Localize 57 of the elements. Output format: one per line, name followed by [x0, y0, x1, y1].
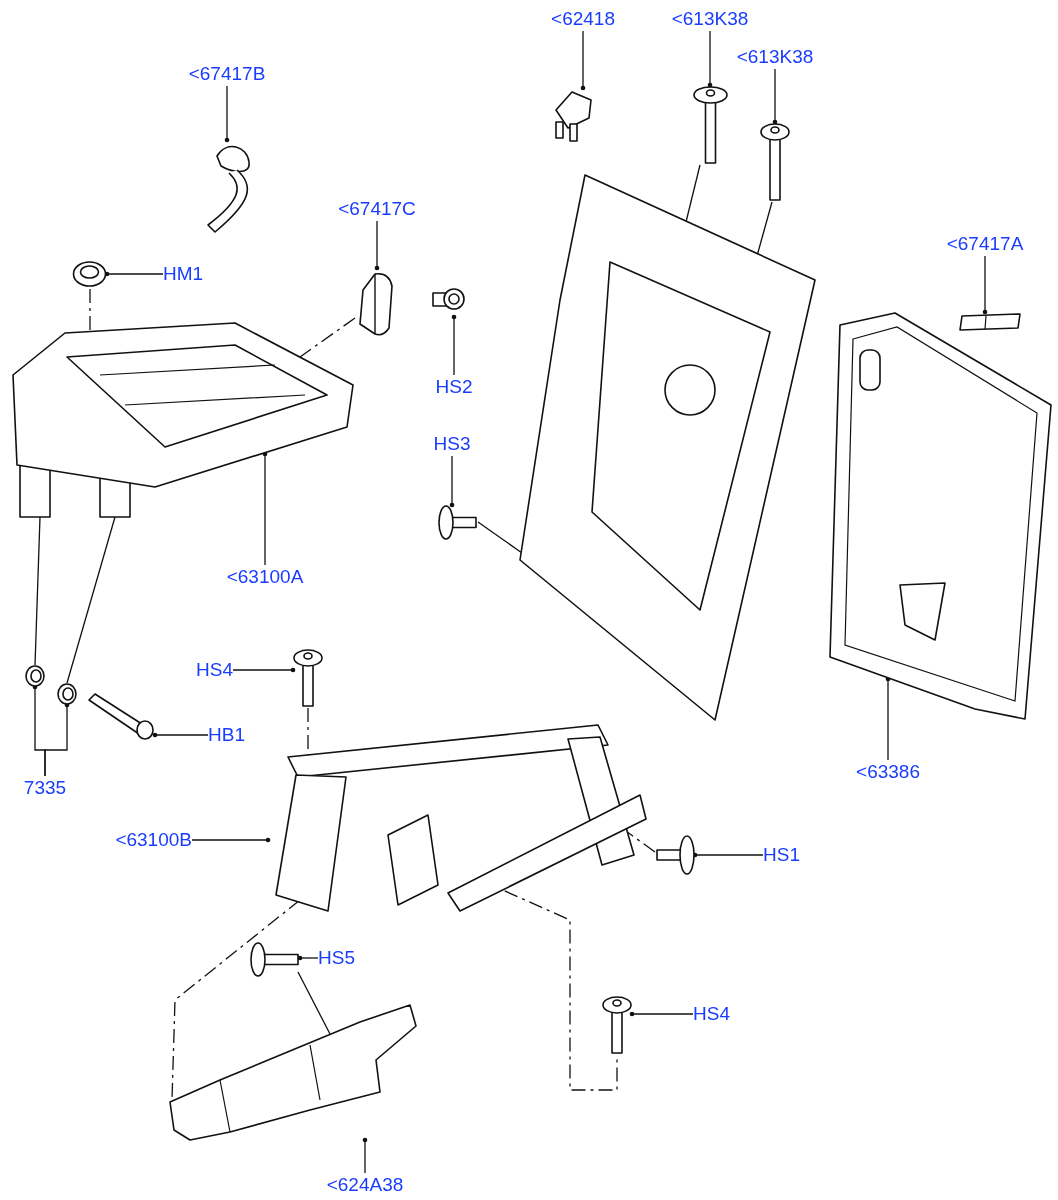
- callout-label: HS2: [435, 375, 473, 399]
- seat-back-frame-drawing: [520, 175, 815, 720]
- tag-drawing: [958, 312, 1023, 332]
- washer-drawing: [57, 683, 77, 705]
- leader-line: [707, 30, 713, 88]
- assembly-line: [297, 971, 331, 1035]
- assembly-line: [477, 521, 523, 554]
- leader-line: [885, 676, 891, 761]
- leader-line: [772, 68, 778, 125]
- screw-drawing: [250, 942, 300, 977]
- leader-line: [104, 271, 164, 277]
- callout-label: <62418: [551, 7, 615, 31]
- bolt-drawing: [438, 505, 478, 540]
- leader-line: [297, 955, 319, 961]
- washer-drawing: [25, 665, 45, 687]
- leader-line: [374, 220, 380, 271]
- bolt-drawing: [655, 835, 695, 875]
- callout-label: HS5: [318, 946, 355, 970]
- callout-label: <67417C: [338, 197, 416, 221]
- pin-drawing: [85, 690, 155, 740]
- bolt-drawing: [602, 995, 632, 1055]
- leader-line: [580, 30, 586, 91]
- callout-label: <63100B: [115, 828, 192, 852]
- leader-line: [44, 702, 70, 777]
- callout-label: HS1: [763, 843, 800, 867]
- pin-drawing: [760, 122, 790, 202]
- leader-line: [191, 837, 271, 843]
- callout-label: HM1: [163, 262, 204, 286]
- leader-line: [152, 732, 209, 738]
- leader-line: [449, 455, 455, 508]
- grommet-drawing: [72, 259, 107, 289]
- callout-label: HS4: [196, 658, 233, 682]
- callout-label: <613K38: [671, 7, 749, 31]
- leader-line: [982, 255, 988, 315]
- callout-label: HS3: [433, 432, 471, 456]
- leader-line: [451, 314, 457, 376]
- pin-drawing: [693, 85, 728, 165]
- callout-label: HS4: [693, 1002, 730, 1026]
- callout-label: <67417A: [946, 232, 1024, 256]
- callout-label: <63100A: [226, 565, 304, 589]
- leader-line: [224, 85, 230, 143]
- bolt-drawing: [293, 648, 323, 708]
- callout-label: <624A38: [326, 1173, 404, 1197]
- callout-label: 7335: [23, 776, 67, 800]
- assembly-line: [299, 317, 356, 358]
- callout-label: <63386: [856, 760, 920, 784]
- callout-label: HB1: [208, 723, 245, 747]
- leader-line: [629, 1011, 694, 1017]
- leader-line: [362, 1137, 368, 1174]
- leader-line: [232, 667, 296, 673]
- leader-line: [262, 451, 268, 566]
- callout-label: <67417B: [188, 62, 266, 86]
- leader-line: [692, 852, 764, 858]
- assembly-line: [685, 164, 701, 223]
- assembly-line: [66, 516, 116, 684]
- callout-label: <613K38: [736, 45, 814, 69]
- assembly-line: [34, 516, 41, 666]
